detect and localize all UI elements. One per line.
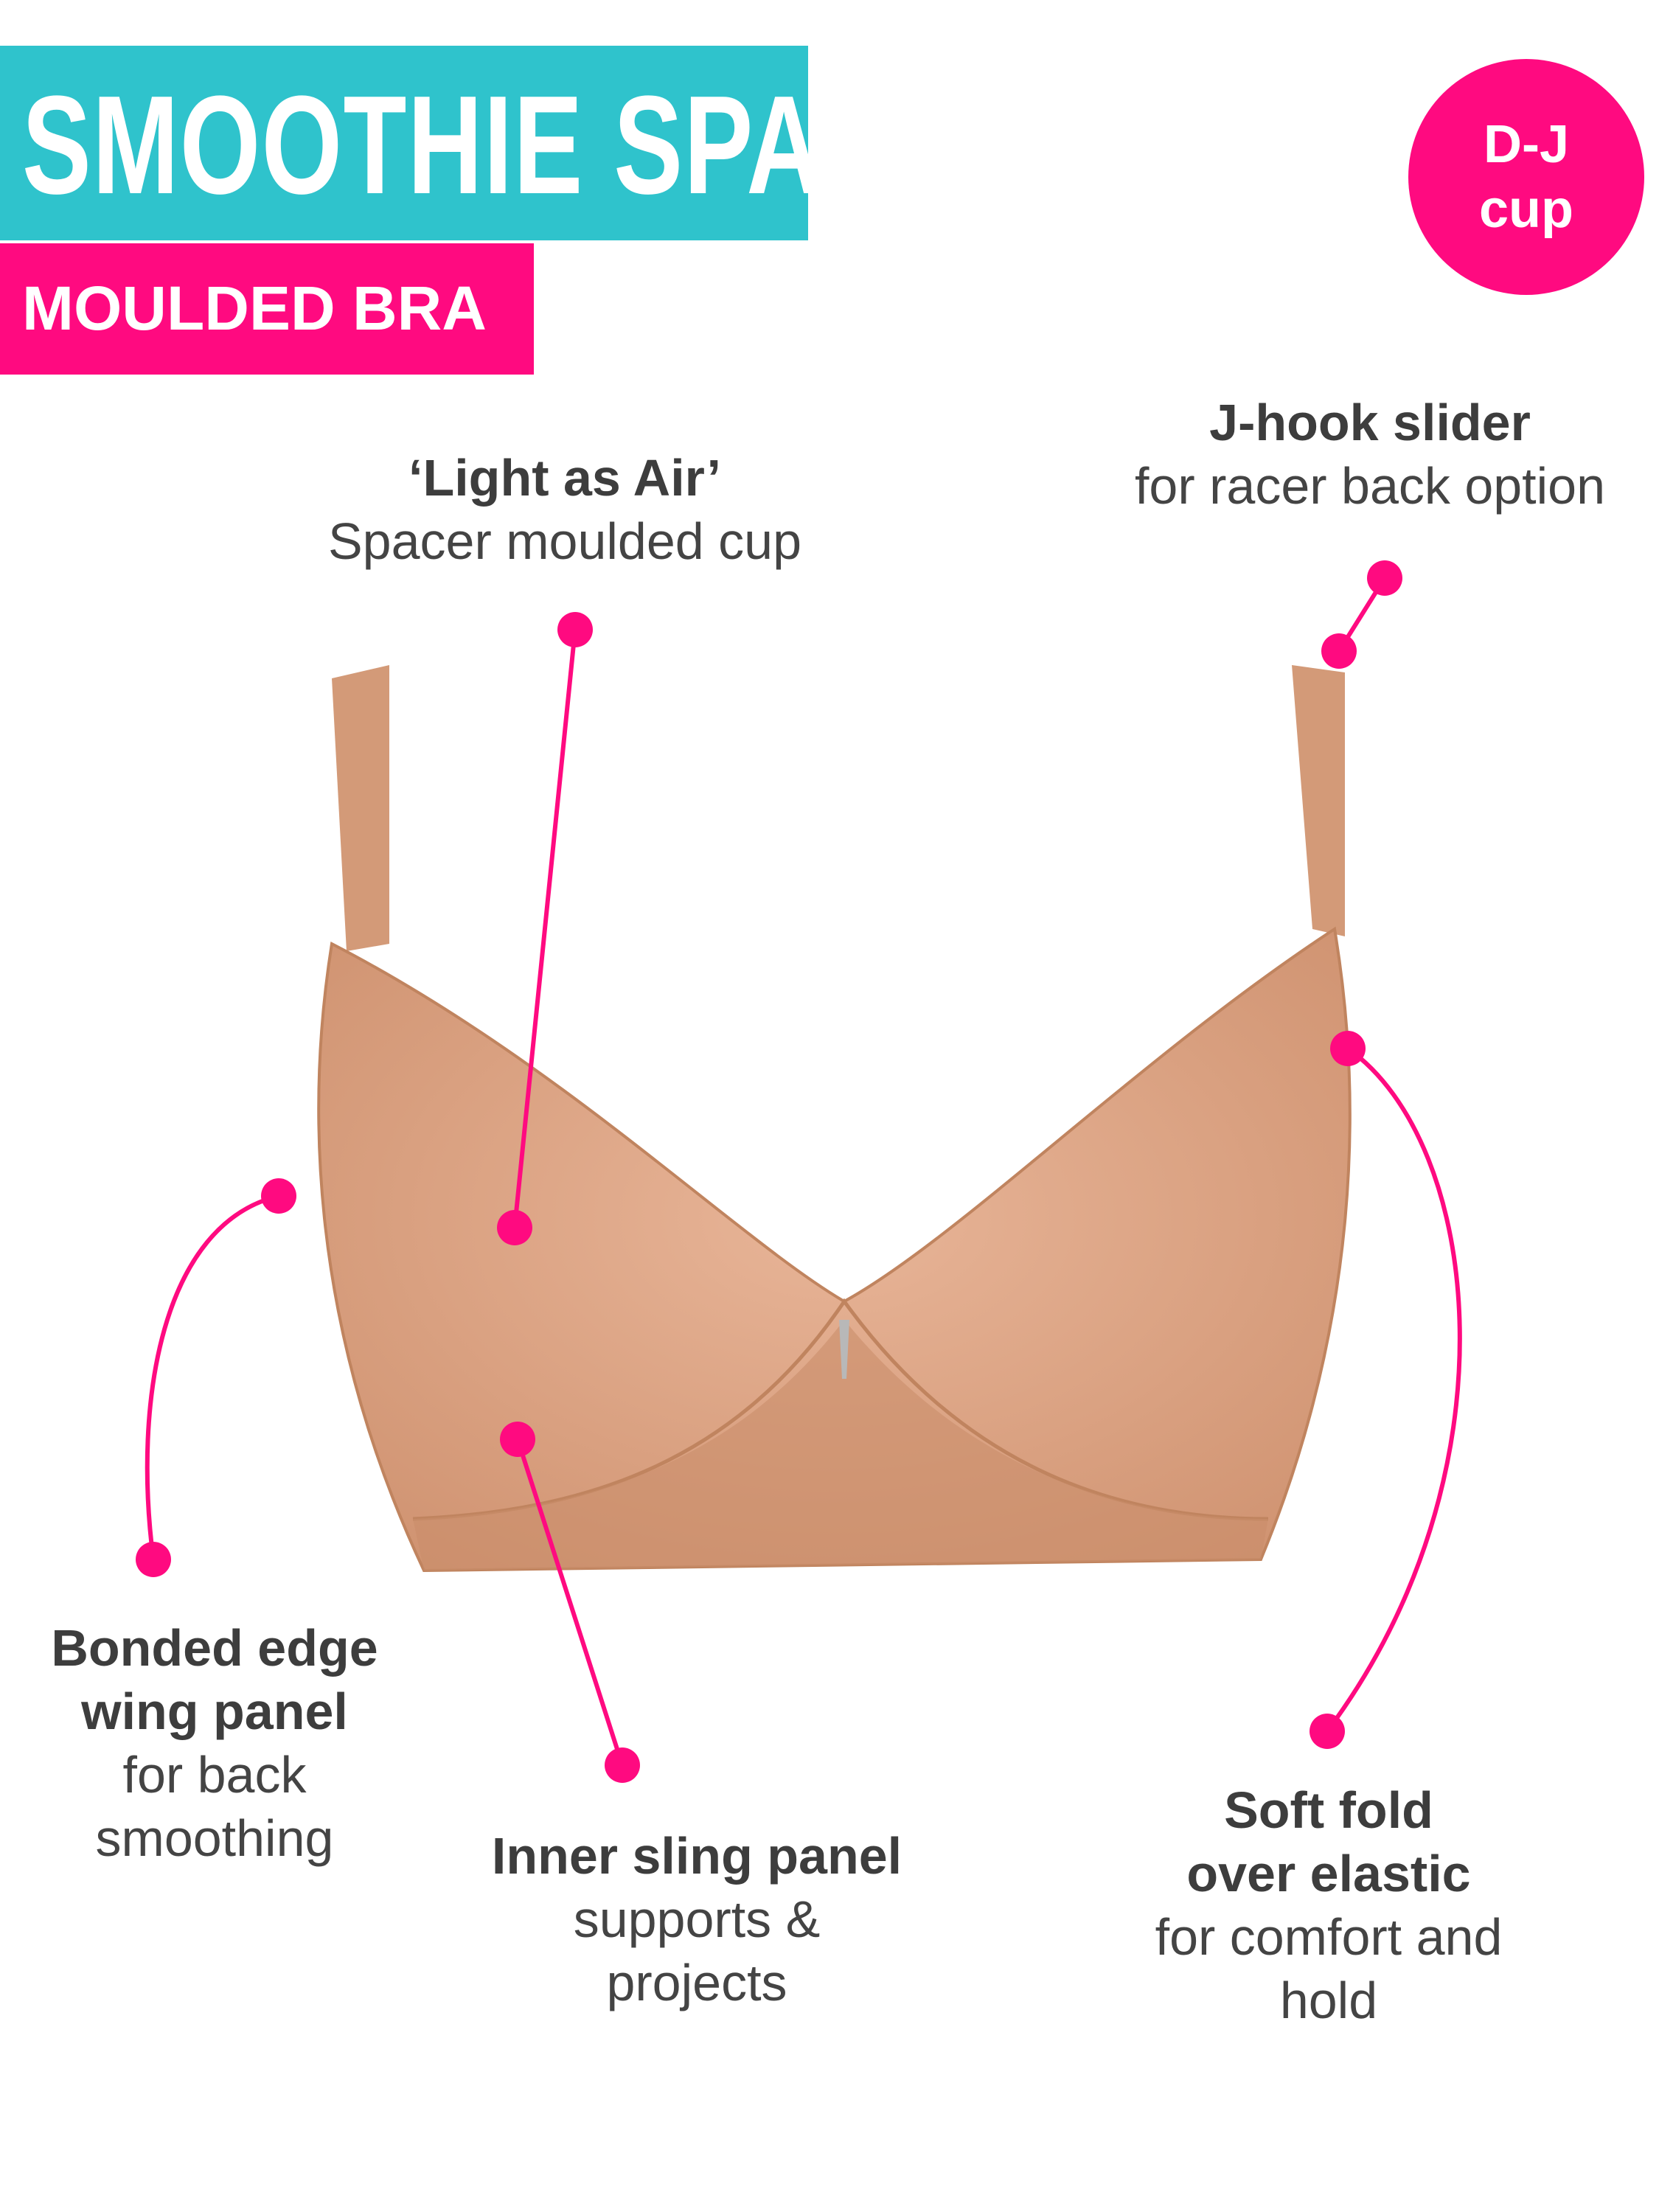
left-strap bbox=[332, 665, 389, 951]
callout-dot bbox=[1330, 1031, 1366, 1066]
callout-text: for racer back option bbox=[1134, 457, 1606, 515]
callout-text: hold bbox=[1279, 1972, 1378, 2029]
subtitle-banner: MOULDED BRA bbox=[0, 243, 534, 375]
callout-elastic: Soft fold over elastic for comfort and h… bbox=[1155, 1778, 1503, 2032]
callout-line-cup bbox=[512, 629, 577, 1228]
callout-dot bbox=[605, 1747, 640, 1783]
callout-dot bbox=[500, 1422, 535, 1457]
callout-text: smoothing bbox=[95, 1809, 334, 1867]
callout-title: Inner sling panel bbox=[491, 1827, 902, 1885]
title-banner: SMOOTHIE SPACER bbox=[0, 46, 1043, 240]
callout-dot bbox=[1310, 1714, 1345, 1749]
callout-line-sling bbox=[515, 1439, 625, 1766]
callout-title: ‘Light as Air’ bbox=[408, 449, 721, 507]
callout-dot bbox=[557, 612, 593, 647]
badge-line-1: D-J bbox=[1483, 115, 1569, 174]
callout-title: Soft fold bbox=[1224, 1781, 1433, 1839]
product-title: SMOOTHIE SPACER bbox=[22, 67, 1045, 223]
callout-text: projects bbox=[606, 1954, 787, 2011]
callout-text: Spacer moulded cup bbox=[327, 512, 802, 570]
callout-dot bbox=[261, 1178, 296, 1214]
callout-dot bbox=[497, 1210, 532, 1245]
callout-text: for comfort and bbox=[1155, 1908, 1503, 1966]
callout-dots bbox=[136, 560, 1402, 1783]
underwire-seam bbox=[412, 1298, 1269, 1521]
cup-size-badge: D-J cup bbox=[1408, 59, 1644, 295]
callout-title: over elastic bbox=[1186, 1845, 1471, 1902]
product-subtitle: MOULDED BRA bbox=[22, 274, 487, 343]
callout-cup: ‘Light as Air’ Spacer moulded cup bbox=[328, 446, 801, 573]
bottom-band bbox=[413, 1320, 1268, 1571]
callout-line-wing bbox=[145, 1194, 279, 1560]
callout-text: for back bbox=[122, 1746, 307, 1804]
callout-wing: Bonded edge wing panel for back smoothin… bbox=[51, 1616, 378, 1870]
callout-sling: Inner sling panel supports & projects bbox=[492, 1824, 902, 2014]
callout-line-elastic bbox=[1325, 1046, 1462, 1733]
callout-slider: J-hook slider for racer back option bbox=[1135, 391, 1605, 518]
badge-line-2: cup bbox=[1478, 180, 1573, 239]
callout-title: wing panel bbox=[81, 1683, 348, 1740]
callout-dot bbox=[1321, 633, 1357, 669]
bra-body bbox=[317, 926, 1352, 1573]
callout-title: J-hook slider bbox=[1209, 394, 1531, 451]
callout-dot bbox=[1367, 560, 1402, 596]
callout-dot bbox=[136, 1542, 171, 1577]
callout-text: supports & bbox=[573, 1891, 821, 1948]
center-charm-icon bbox=[839, 1320, 849, 1379]
right-strap bbox=[1292, 665, 1345, 936]
callout-title: Bonded edge bbox=[51, 1619, 378, 1677]
